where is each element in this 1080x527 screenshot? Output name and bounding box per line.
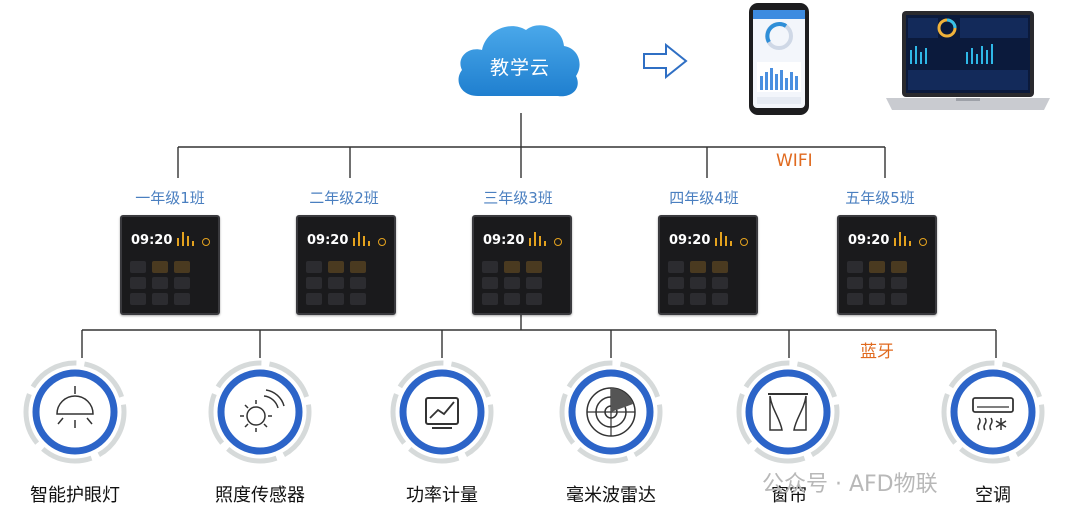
cloud-label: 教学云	[489, 57, 550, 79]
class-label-3: 三年级3班	[483, 189, 553, 207]
power-meter-icon	[390, 360, 494, 464]
dial-icon	[202, 238, 210, 246]
radar-icon	[559, 360, 663, 464]
watermark: 公众号 · AFD物联	[762, 472, 938, 497]
class-label-5: 五年级5班	[845, 189, 915, 207]
device-label-ac: 空调	[975, 485, 1011, 506]
dial-icon	[554, 238, 562, 246]
panel-time: 09:20	[669, 233, 711, 248]
control-panel-4[interactable]: 09:20	[658, 215, 758, 315]
device-label-radar: 毫米波雷达	[566, 485, 656, 506]
smartphone-icon	[749, 3, 809, 115]
bluetooth-label: 蓝牙	[860, 342, 894, 362]
control-panel-2[interactable]: 09:20	[296, 215, 396, 315]
panel-time: 09:20	[131, 233, 173, 248]
device-label-curtain: 窗帘	[771, 485, 807, 506]
control-panel-1[interactable]: 09:20	[120, 215, 220, 315]
air-conditioner-icon	[941, 360, 1045, 464]
class-label-4: 四年级4班	[669, 189, 739, 207]
control-panel-5[interactable]: 09:20	[837, 215, 937, 315]
laptop-icon	[886, 11, 1050, 110]
dial-icon	[378, 238, 386, 246]
wifi-label: WIFI	[776, 151, 813, 171]
bar-chart-icon	[894, 232, 914, 246]
panel-time: 09:20	[307, 233, 349, 248]
ceiling-lamp-icon	[23, 360, 127, 464]
device-label-lamp: 智能护眼灯	[30, 485, 120, 506]
arrow-right-icon	[643, 43, 688, 79]
curtain-icon	[736, 360, 840, 464]
dial-icon	[919, 238, 927, 246]
bar-chart-icon	[177, 232, 197, 246]
dial-icon	[740, 238, 748, 246]
bar-chart-icon	[353, 232, 373, 246]
illuminance-sensor-icon	[208, 360, 312, 464]
class-label-1: 一年级1班	[135, 189, 205, 207]
class-label-2: 二年级2班	[309, 189, 379, 207]
device-label-power: 功率计量	[406, 485, 478, 506]
bar-chart-icon	[529, 232, 549, 246]
control-panel-3[interactable]: 09:20	[472, 215, 572, 315]
panel-time: 09:20	[848, 233, 890, 248]
panel-time: 09:20	[483, 233, 525, 248]
device-label-sensor: 照度传感器	[215, 485, 305, 506]
cloud-icon	[458, 25, 580, 97]
bar-chart-icon	[715, 232, 735, 246]
